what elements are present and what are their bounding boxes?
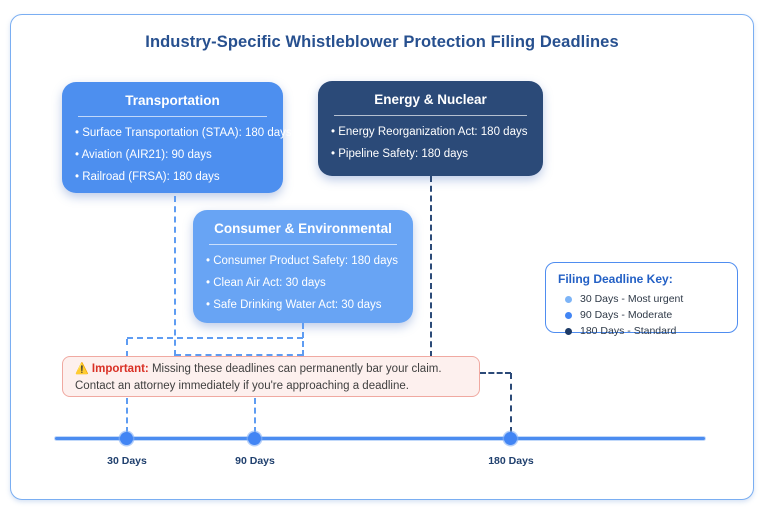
box-divider xyxy=(78,116,267,117)
connector-energy-vertical xyxy=(430,176,432,357)
warning-note: ⚠️ Important: Missing these deadlines ca… xyxy=(62,356,480,397)
connector-30-days-lower xyxy=(126,398,128,433)
list-item: Surface Transportation (STAA): 180 days xyxy=(75,127,291,139)
connector-consumer-vertical xyxy=(302,323,304,356)
connector-180-days-vertical xyxy=(510,373,512,433)
box-title-energy-nuclear: Energy & Nuclear xyxy=(374,92,487,107)
box-item-list: Energy Reorganization Act: 180 days Pipe… xyxy=(318,126,543,160)
timeline-label-180-days: 180 Days xyxy=(488,455,534,467)
list-item: Clean Air Act: 30 days xyxy=(206,277,403,289)
connector-transportation-vertical xyxy=(174,196,176,356)
list-item: Safe Drinking Water Act: 30 days xyxy=(206,299,403,311)
warning-text: Missing these deadlines can permanently … xyxy=(151,363,442,375)
connector-energy-horizontal xyxy=(480,372,511,374)
legend-box: Filing Deadline Key: 30 Days - Most urge… xyxy=(545,262,738,337)
connector-30-days-upper xyxy=(126,339,128,357)
category-box-energy-nuclear: Energy & Nuclear Energy Reorganization A… xyxy=(318,81,543,176)
list-item: Railroad (FRSA): 180 days xyxy=(75,171,273,183)
legend-label: 90 Days - Moderate xyxy=(580,309,673,321)
box-divider xyxy=(334,115,527,116)
warning-line-1: ⚠️ Important: Missing these deadlines ca… xyxy=(75,361,467,378)
list-item: Pipeline Safety: 180 days xyxy=(331,148,533,160)
timeline-dot-30-days xyxy=(120,432,133,445)
category-box-consumer-environmental: Consumer & Environmental Consumer Produc… xyxy=(193,210,413,323)
legend-label: 180 Days - Standard xyxy=(580,325,677,337)
box-divider xyxy=(209,244,397,245)
timeline-label-90-days: 90 Days xyxy=(235,455,275,467)
list-item: Aviation (AIR21): 90 days xyxy=(75,149,273,161)
list-item: Energy Reorganization Act: 180 days xyxy=(331,126,533,138)
connector-horizontal-lower xyxy=(175,354,303,356)
legend-title: Filing Deadline Key: xyxy=(558,272,673,286)
timeline-dot-90-days xyxy=(248,432,261,445)
legend-dot-30-days-icon xyxy=(565,295,572,303)
list-item: Consumer Product Safety: 180 days xyxy=(206,255,403,267)
legend-row: 180 Days - Standard xyxy=(558,323,727,339)
category-box-transportation: Transportation Surface Transportation (S… xyxy=(62,82,292,193)
box-title-consumer-environmental: Consumer & Environmental xyxy=(214,221,392,236)
legend-row: 30 Days - Most urgent xyxy=(558,291,727,307)
box-item-list: Consumer Product Safety: 180 days Clean … xyxy=(193,255,413,311)
warning-icon: ⚠️ xyxy=(75,363,89,375)
timeline-label-30-days: 30 Days xyxy=(107,455,147,467)
legend-label: 30 Days - Most urgent xyxy=(580,293,684,305)
legend-dot-180-days-icon xyxy=(565,327,572,335)
box-title-transportation: Transportation xyxy=(125,93,220,108)
connector-horizontal-upper xyxy=(127,337,303,339)
page-title: Industry-Specific Whistleblower Protecti… xyxy=(145,33,619,51)
warning-line-2: Contact an attorney immediately if you'r… xyxy=(75,379,409,392)
warning-label: Important: xyxy=(91,363,149,375)
timeline-dot-180-days xyxy=(504,432,517,445)
legend-dot-90-days-icon xyxy=(565,311,572,319)
box-item-list: Surface Transportation (STAA): 180 days … xyxy=(62,127,292,183)
legend-row: 90 Days - Moderate xyxy=(558,307,727,323)
timeline-axis xyxy=(55,437,705,440)
connector-90-days-lower xyxy=(254,398,256,433)
